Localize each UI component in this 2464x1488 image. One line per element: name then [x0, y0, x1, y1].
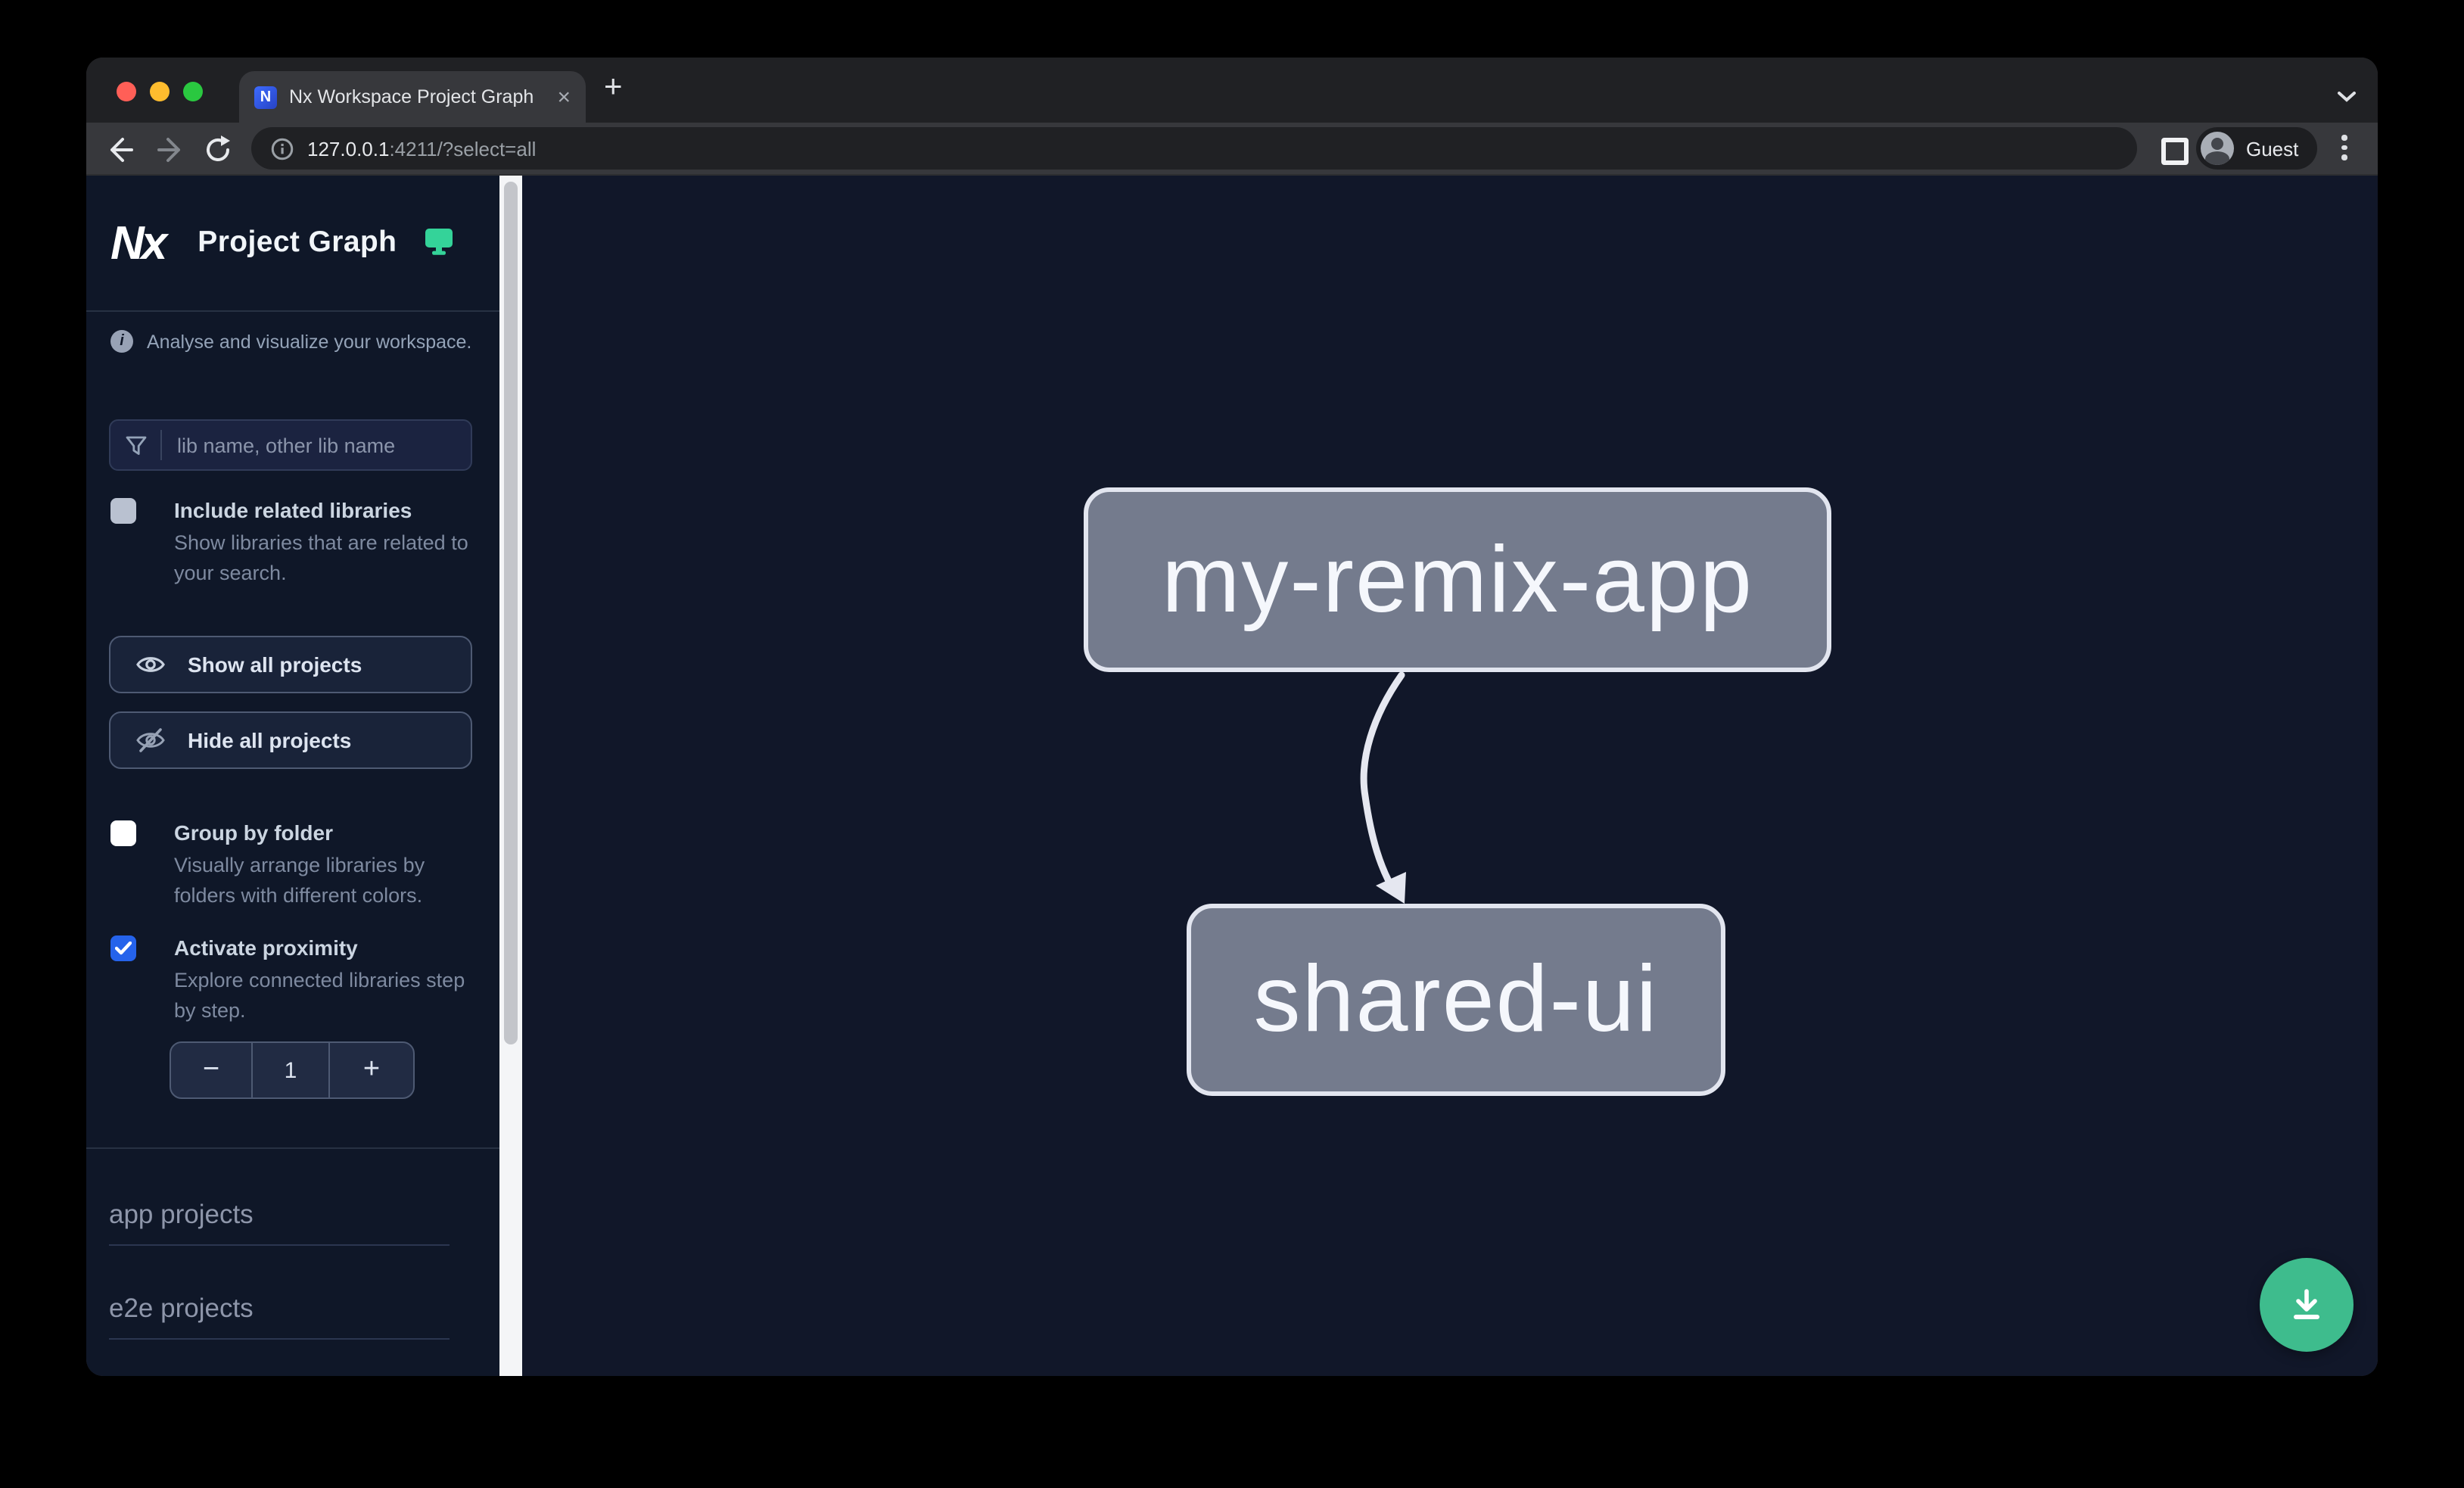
nx-favicon-icon: N [254, 86, 277, 108]
window-controls [117, 82, 203, 101]
graph-canvas[interactable]: my-remix-app shared-ui [522, 176, 2378, 1376]
node-label: my-remix-app [1162, 528, 1753, 632]
info-icon: i [110, 330, 133, 353]
project-node-shared-ui[interactable]: shared-ui [1187, 904, 1725, 1096]
option-description: Explore connected libraries step by step… [174, 969, 465, 1022]
address-bar[interactable]: 127.0.0.1:4211/?select=all [251, 127, 2137, 170]
zoom-window-button[interactable] [183, 82, 203, 101]
section-label: app projects [109, 1199, 254, 1229]
tab-strip: N Nx Workspace Project Graph × + [86, 58, 2378, 123]
option-label: Include related libraries [174, 498, 412, 522]
reload-icon[interactable] [203, 135, 233, 165]
download-graph-button[interactable] [2260, 1258, 2354, 1352]
option-description: Show libraries that are related to your … [174, 531, 468, 584]
workspace-tagline: Analyse and visualize your workspace. [147, 331, 472, 352]
back-icon[interactable] [106, 135, 136, 165]
eye-off-icon [136, 728, 165, 752]
search-box [109, 419, 472, 471]
section-label: e2e projects [109, 1293, 254, 1323]
dependency-edge [1360, 671, 1406, 904]
proximity-value: 1 [251, 1043, 330, 1097]
new-tab-button[interactable]: + [604, 70, 623, 104]
option-label: Group by folder [174, 820, 333, 845]
project-node-my-remix-app[interactable]: my-remix-app [1084, 487, 1831, 672]
monitor-icon[interactable] [424, 226, 454, 263]
url-path: :4211/?select=all [389, 137, 537, 160]
browser-tab[interactable]: N Nx Workspace Project Graph × [239, 71, 586, 123]
sidebar-header: Nx Project Graph [86, 176, 499, 312]
close-window-button[interactable] [117, 82, 136, 101]
group-by-folder-checkbox[interactable] [110, 820, 136, 846]
workspace-tagline-row: i Analyse and visualize your workspace. [110, 330, 471, 353]
section-app-projects: app projects [109, 1199, 450, 1246]
filter-icon [110, 430, 162, 460]
browser-menu-icon[interactable] [2341, 135, 2347, 160]
option-include-related: Include related libraries Show libraries… [110, 497, 484, 589]
include-related-checkbox[interactable] [110, 498, 136, 524]
search-input[interactable] [162, 434, 450, 456]
side-panel-icon[interactable] [2161, 138, 2189, 165]
hide-all-projects-button[interactable]: Hide all projects [109, 711, 472, 769]
page-title: Project Graph [198, 226, 397, 259]
show-all-projects-button[interactable]: Show all projects [109, 636, 472, 693]
profile-button[interactable]: Guest [2196, 127, 2317, 170]
eye-icon [136, 657, 165, 672]
site-info-icon[interactable] [271, 137, 294, 160]
page-content: Nx Project Graph i Analyse and visualize… [86, 176, 2378, 1376]
proximity-stepper: − 1 + [170, 1041, 415, 1099]
minimize-window-button[interactable] [150, 82, 170, 101]
option-activate-proximity: Activate proximity Explore connected lib… [110, 934, 484, 1026]
browser-window: N Nx Workspace Project Graph × + 127.0. [86, 58, 2378, 1376]
activate-proximity-checkbox[interactable] [110, 935, 136, 961]
tab-search-chevron-icon[interactable] [2337, 83, 2357, 111]
sidebar: Nx Project Graph i Analyse and visualize… [86, 176, 499, 1376]
check-icon [115, 942, 132, 955]
nx-logo: Nx [110, 216, 167, 269]
option-group-by-folder: Group by folder Visually arrange librari… [110, 819, 484, 911]
sidebar-divider [86, 1147, 499, 1149]
browser-toolbar: 127.0.0.1:4211/?select=all Guest [86, 123, 2378, 176]
forward-icon[interactable] [154, 135, 185, 165]
option-label: Activate proximity [174, 935, 358, 960]
avatar-icon [2201, 132, 2234, 165]
node-label: shared-ui [1253, 948, 1659, 1052]
section-e2e-projects: e2e projects [109, 1293, 450, 1340]
increment-button[interactable]: + [362, 1054, 381, 1085]
sidebar-scrollbar [499, 176, 522, 1376]
profile-label: Guest [2246, 137, 2299, 160]
url-text: 127.0.0.1:4211/?select=all [307, 137, 536, 160]
url-host: 127.0.0.1 [307, 137, 390, 160]
button-label: Hide all projects [188, 728, 352, 752]
button-label: Show all projects [188, 652, 362, 677]
decrement-button[interactable]: − [202, 1054, 220, 1085]
tab-title: Nx Workspace Project Graph [289, 86, 534, 107]
scrollbar-thumb[interactable] [504, 182, 518, 1044]
tab-close-icon[interactable]: × [557, 84, 571, 110]
option-description: Visually arrange libraries by folders wi… [174, 854, 425, 907]
download-icon [2294, 1289, 2319, 1319]
